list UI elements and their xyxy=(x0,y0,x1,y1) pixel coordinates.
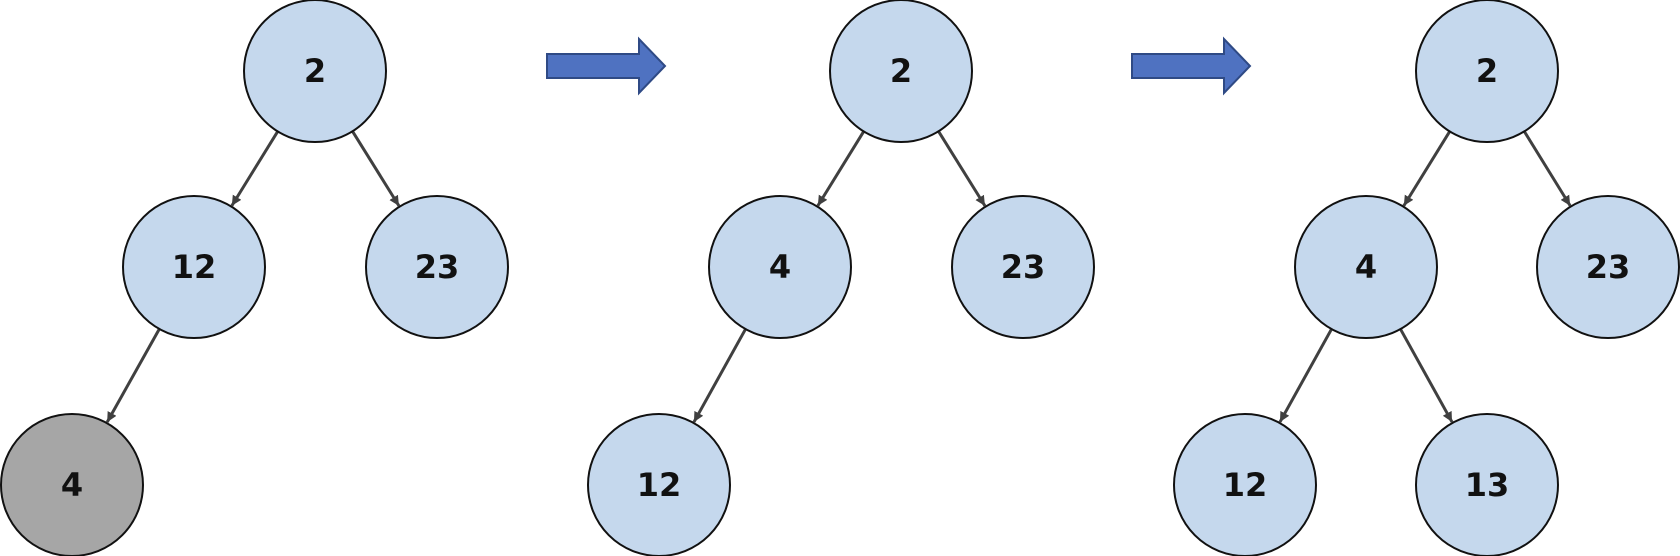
node-label: 23 xyxy=(1586,248,1631,286)
node-label: 4 xyxy=(769,248,791,286)
tree-1-edge-2-to-23 xyxy=(351,130,401,207)
transition-arrow-icon-1 xyxy=(546,36,667,96)
tree-2-node-12: 12 xyxy=(587,413,731,556)
tree-2-node-4: 4 xyxy=(708,195,852,339)
node-label: 23 xyxy=(415,248,460,286)
tree-2-node-2: 2 xyxy=(829,0,973,143)
node-label: 2 xyxy=(304,52,326,90)
tree-2-node-23: 23 xyxy=(951,195,1095,339)
tree-1-edge-2-to-12 xyxy=(230,130,279,207)
node-circle xyxy=(122,195,266,339)
tree-3-node-4: 4 xyxy=(1294,195,1438,339)
node-label: 2 xyxy=(890,52,912,90)
tree-2-edge-2-to-4 xyxy=(816,130,865,207)
node-label: 13 xyxy=(1465,466,1510,504)
node-circle xyxy=(951,195,1095,339)
transition-arrow-icon-2 xyxy=(1131,36,1252,96)
highlighted-node-circle xyxy=(0,413,144,556)
tree-2-edge-2-to-23 xyxy=(937,130,987,207)
edges-layer xyxy=(105,130,1572,423)
tree-1-node-4: 4 xyxy=(0,413,144,556)
tree-2-edge-4-to-12 xyxy=(692,328,747,423)
tree-3-edge-4-to-13 xyxy=(1399,328,1454,423)
tree-3-node-12: 12 xyxy=(1173,413,1317,556)
node-label: 4 xyxy=(1355,248,1377,286)
node-label: 12 xyxy=(172,248,217,286)
tree-1-node-12: 12 xyxy=(122,195,266,339)
node-circle xyxy=(1415,413,1559,556)
tree-3-node-2: 2 xyxy=(1415,0,1559,143)
node-label: 23 xyxy=(1001,248,1046,286)
node-circle xyxy=(829,0,973,143)
node-circle xyxy=(1294,195,1438,339)
tree-1-edge-12-to-4 xyxy=(105,328,161,423)
node-circle xyxy=(365,195,509,339)
tree-1-node-23: 23 xyxy=(365,195,509,339)
node-circle xyxy=(1173,413,1317,556)
node-label: 12 xyxy=(1223,466,1268,504)
node-circle xyxy=(708,195,852,339)
tree-3-node-13: 13 xyxy=(1415,413,1559,556)
node-label: 12 xyxy=(637,466,682,504)
node-circle xyxy=(1536,195,1680,339)
node-label: 2 xyxy=(1476,52,1498,90)
transition-arrows xyxy=(546,36,1252,96)
tree-3-edge-4-to-12 xyxy=(1278,328,1333,423)
tree-1-node-2: 2 xyxy=(243,0,387,143)
node-circle xyxy=(587,413,731,556)
node-label: 4 xyxy=(61,466,83,504)
node-circle xyxy=(1415,0,1559,143)
node-circle xyxy=(243,0,387,143)
tree-3-node-23: 23 xyxy=(1536,195,1680,339)
tree-3-edge-2-to-4 xyxy=(1402,130,1451,207)
tree-3-edge-2-to-23 xyxy=(1523,130,1572,207)
